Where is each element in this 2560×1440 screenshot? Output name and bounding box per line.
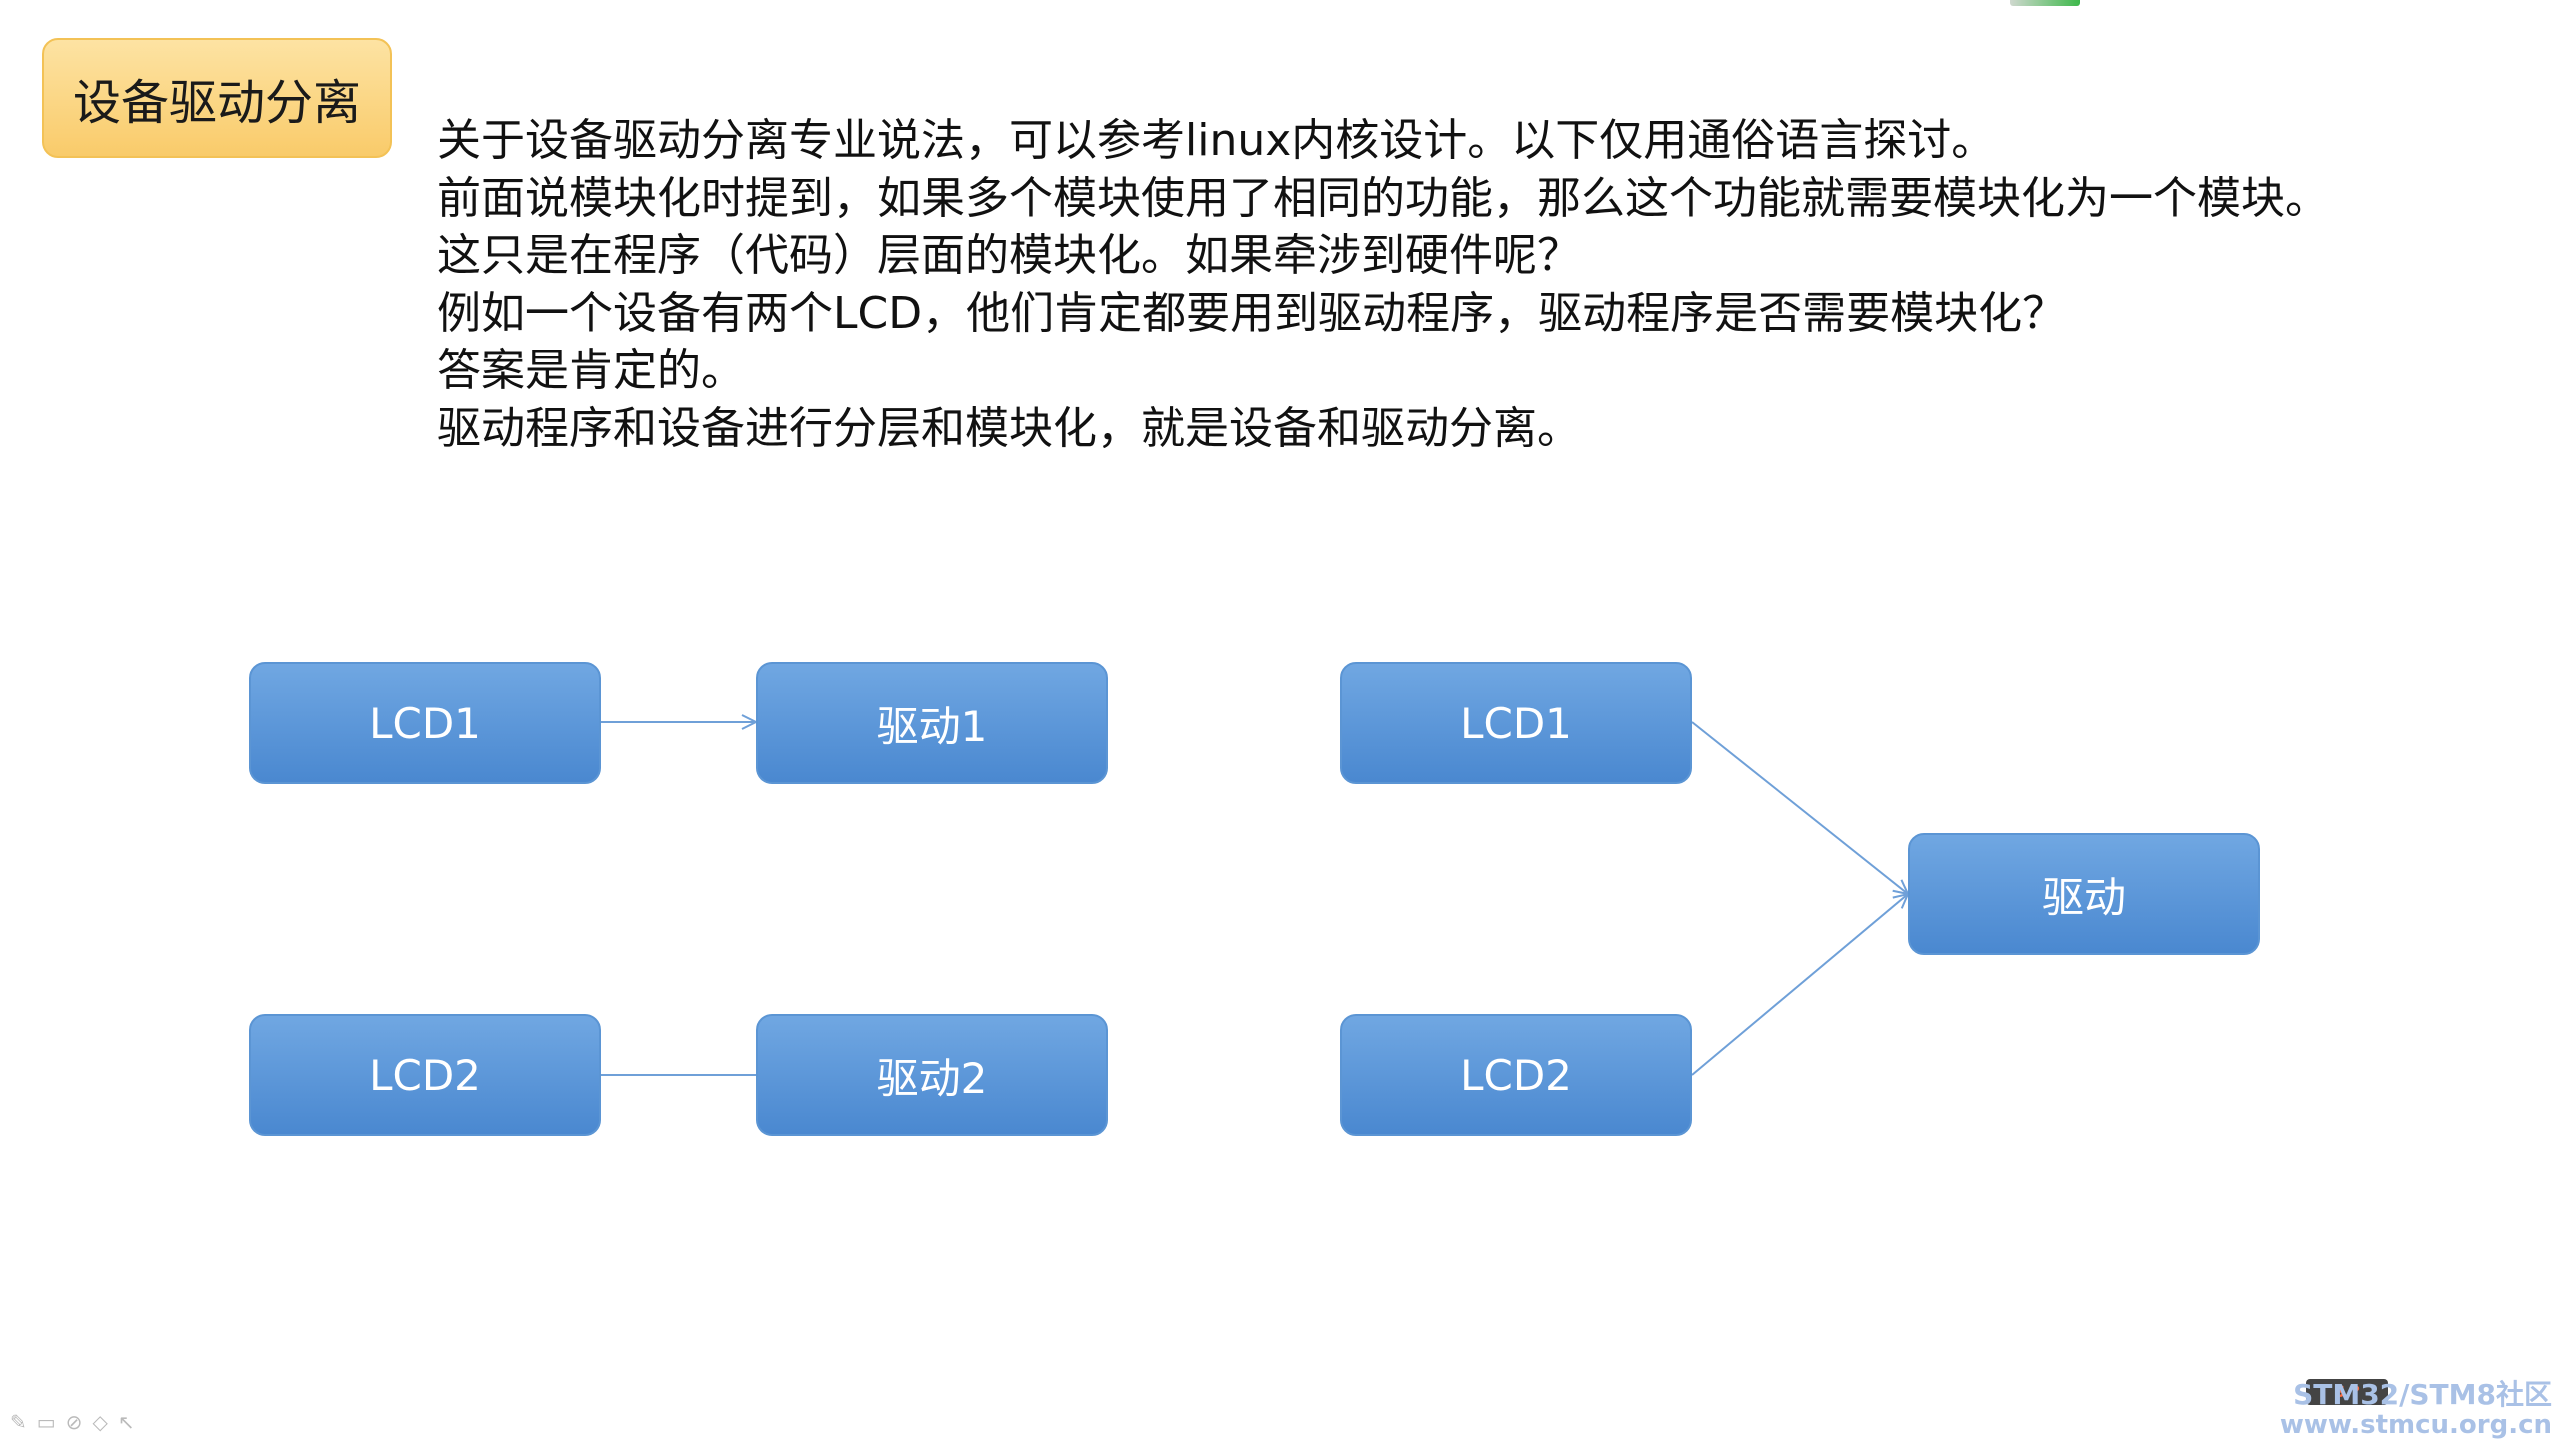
watermark-name: STM32/STM8社区 (2293, 1378, 2552, 1411)
slide-title: 设备驱动分离 (42, 38, 392, 158)
watermark-logo-icon: S ? (2306, 1379, 2388, 1405)
paragraph-line: 答案是肯定的。 (437, 345, 745, 397)
paragraph-line: 这只是在程序（代码）层面的模块化。如果牵涉到硬件呢？ (437, 230, 1581, 282)
box-lcd1-left: LCD1 (249, 662, 601, 784)
paragraph-line: 前面说模块化时提到，如果多个模块使用了相同的功能，那么这个功能就需要模块化为一个… (437, 172, 2329, 224)
pointer-icon[interactable]: ↖ (117, 1410, 135, 1434)
box-driver2: 驱动2 (756, 1014, 1108, 1136)
slideshow-toolbar: ✎ ▭ ⊘ ◇ ↖ (10, 1410, 135, 1434)
watermark-url: www.stmcu.org.cn (2279, 1410, 2552, 1440)
highlighter-icon[interactable]: ◇ (92, 1410, 108, 1434)
arrow-lcd2-to-driver (1691, 894, 1908, 1076)
arrow-lcd1-to-driver (1691, 721, 1908, 894)
box-lcd2-right: LCD2 (1340, 1014, 1692, 1136)
box-shared-driver: 驱动 (1908, 833, 2260, 955)
paragraph-line: 例如一个设备有两个LCD，他们肯定都要用到驱动程序，驱动程序是否需要模块化？ (437, 287, 2067, 339)
watermark: STM32/STM8社区 www.stmcu.org.cn (2280, 1380, 2552, 1440)
window-handle[interactable] (2010, 0, 2080, 6)
eraser-icon[interactable]: ⊘ (65, 1410, 83, 1434)
paragraph-line: 驱动程序和设备进行分层和模块化，就是设备和驱动分离。 (437, 402, 1581, 454)
slide-body-text: 关于设备驱动分离专业说法，可以参考linux内核设计。以下仅用通俗语言探讨。 前… (437, 112, 2547, 458)
box-lcd1-right: LCD1 (1340, 662, 1692, 784)
screen-icon[interactable]: ▭ (36, 1410, 56, 1434)
box-driver1: 驱动1 (756, 662, 1108, 784)
pen-icon[interactable]: ✎ (10, 1410, 27, 1434)
box-lcd2-left: LCD2 (249, 1014, 601, 1136)
paragraph-line: 关于设备驱动分离专业说法，可以参考linux内核设计。以下仅用通俗语言探讨。 (437, 115, 1996, 166)
